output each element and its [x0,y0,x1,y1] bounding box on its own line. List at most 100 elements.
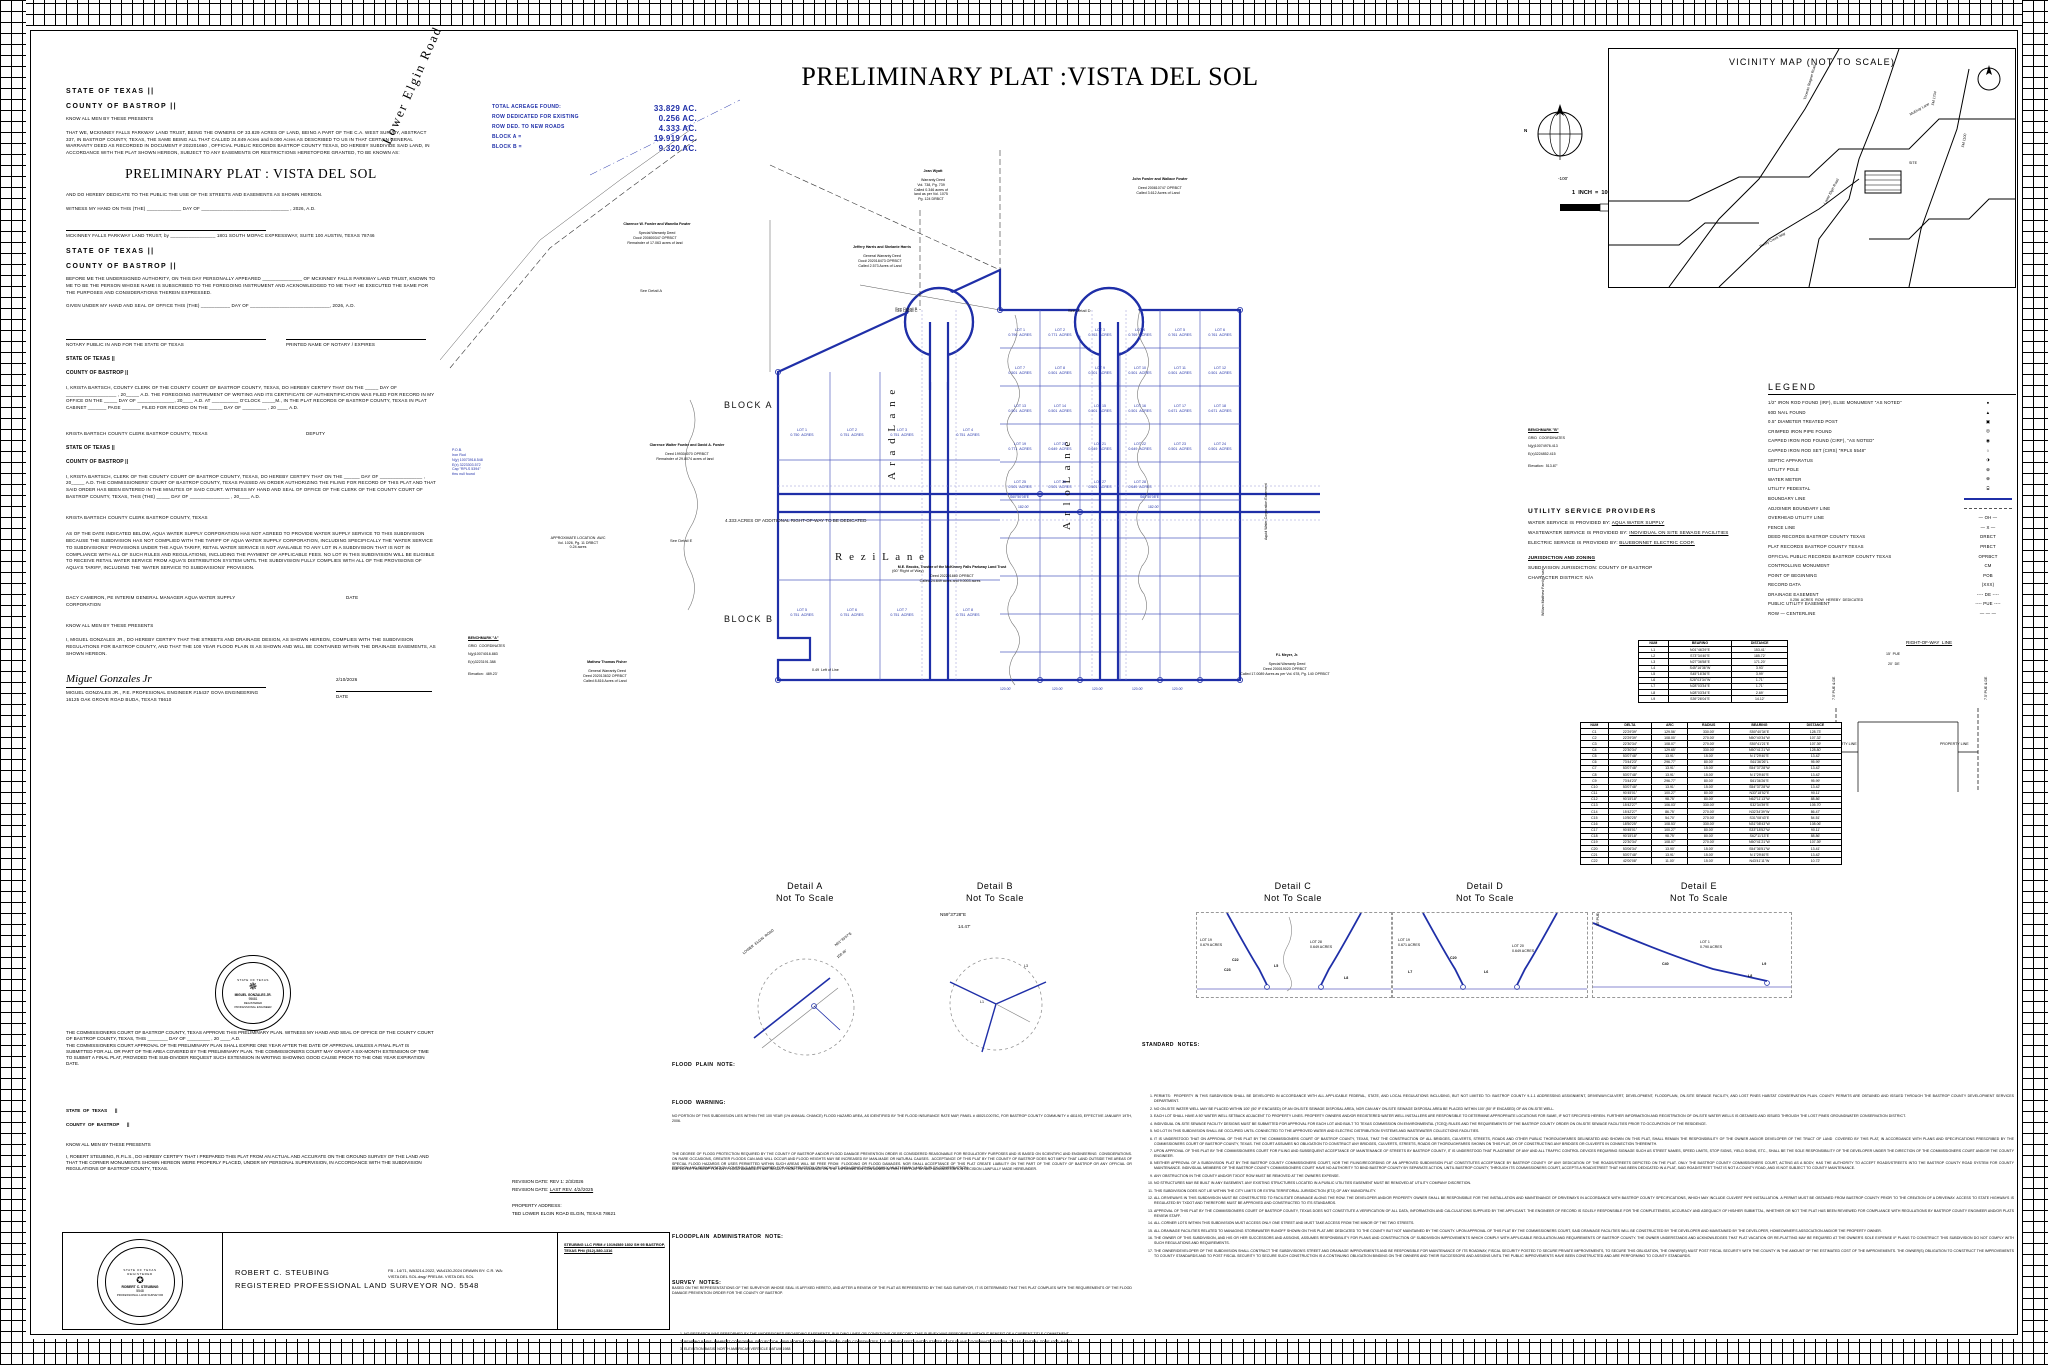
dim-distance: 120.00' [1172,687,1183,691]
detail-ref-b: See Detail B [895,306,918,311]
vicinity-site-label: SITE [1909,161,1917,165]
lot-id: LOT 1 [797,428,807,432]
curve-table-cell: N43'41'11"W [1728,857,1790,865]
row-label-property-line-right: PROPERTY LINE [1940,742,1969,746]
row-label-pue-de-right: 7.5' PUE & DE [1984,676,1988,700]
legend-label: OVERHEAD UTILITY LINE [1768,515,1825,521]
table-row: ROW DEDICATED FOR EXISTING 0.256 AC. [492,114,697,123]
curve-table-cell: 42'00'08" [1607,857,1653,865]
north-arrow [1528,60,1592,161]
acreage-value: 9.320 AC. [658,144,697,153]
engineer-seal-top: STATE OF TEXAS [237,977,269,982]
legend-row: 1/2" IRON ROD FOUND (IRF), ELSE MONUMENT… [1768,399,2016,406]
surveyor-know-all-men: KNOW ALL MEN BY THESE PRESENTS [66,1142,151,1147]
offset-note: 0.49 Left of Line [812,668,839,672]
scale-label: 1 INCH = 100' [1572,190,1613,196]
dim-distance: 120.00' [1052,687,1063,691]
lot-id: LOT 15 [1094,404,1106,408]
detail-b-distance: 14.47' [958,924,971,929]
lot-acreage: 0.501 ACRES [1088,370,1112,375]
border-frame-right [2022,0,2048,1365]
standard-note-item: ANY OBSTRUCTION IN THE COUNTY AND/OR TXD… [1154,1174,2014,1179]
detail-d-line-l7: L7 [1408,970,1413,974]
revision-block: REVISION DATE: REV 1: 2/3/2026 REVISION … [512,1178,672,1218]
legend-row: CAPPED IRON ROD SET (CIRS) "RPLS 5548"○ [1768,447,2016,454]
standard-note-item: NO STRUCTURES MAY BE BUILT IN ANY EASEME… [1154,1181,2014,1186]
adjoiner-callout: Mathew Thomas Fisher General Warranty De… [540,655,670,688]
surveyor-seal-number: 5548 [136,1288,144,1293]
dim-distance: 182.00' [1018,505,1029,509]
engineer-certificate-paragraph: I, MIGUEL GONZALES JR., DO HEREBY CERTIF… [66,637,436,656]
lot-id: LOT 16 [1134,404,1146,408]
lot-id: LOT 6 [847,608,857,612]
engineer-credentials: MIGUEL GONZALES JR., P.E. PROFESIONAL EN… [66,690,259,702]
legend-row: ADJOINER BOUNDARY LINE [1768,505,2016,512]
legend-label: PUBLIC UTILITY EASEMENT [1768,601,1831,607]
standard-note-item: NO ON-SITE WATER WELL MAY BE PLACED WITH… [1154,1107,2014,1112]
engineer-signature-mark: Miguel Gonzales Jr [66,673,152,686]
adjoiner-name: Clarence Walter Fowler and David A. Fowl… [649,442,725,447]
jurisdiction-label: CHARACTER DISTRICT: [1528,575,1584,580]
legend-label: ROW — CENTERLINE [1768,611,1816,617]
floodplain-admin-body: BASED ON THE REPRESENTATIONS OF THE SURV… [672,1286,1134,1296]
detail-e-sub: Not To Scale [1669,893,1729,904]
notary-printed-line [286,339,426,340]
table-row: TOTAL ACREAGE FOUND: 33.829 AC. [492,104,697,113]
revision-label: REVISION DATE: [512,1187,549,1193]
lot-acreage: 0.501 ACRES [1088,484,1112,489]
legal-certificates-column: STATE OF TEXAS || COUNTY OF BASTROP || K… [66,80,436,711]
surveyor-state-heading: STATE OF TEXAS || [66,1108,118,1113]
detail-c-sub: Not To Scale [1263,893,1323,904]
utilities-heading: UTILITY SERVICE PROVIDERS [1528,508,1657,515]
notary-signature-line [66,339,266,340]
street-sub-rezi: (60' Right of Way) [892,568,924,573]
surveyor-seal-word: REGISTERED [127,1271,153,1276]
adjoiner-name: M.E. Brooks, Trustee of the McKinney Fal… [897,564,1007,569]
awc-easement-note: Aquid Water Corporation Easement [1264,483,1268,540]
detail-c-curve-c23: C23 [1224,968,1231,972]
border-frame-top [0,0,2048,26]
standard-note-item: ALL DRAINAGE FACILITIES RELATED TO MANAG… [1154,1229,2014,1234]
detail-ref-c: See Detail C [895,308,918,313]
north-arrow-label: N [1524,128,1528,133]
point-of-beginning-callout: P.O.B. Iron Rod N(y) 10073918.548 E(x) 3… [452,448,483,477]
detail-c-line-l5: L5 [1274,964,1279,968]
detail-b-line-l1: L1 [980,1000,984,1004]
surveyor-seal-cell: STATE OF TEXAS REGISTERED ✪ ROBERT C. ST… [63,1233,223,1329]
know-all-men-line: KNOW ALL MEN BY THESE PRESENTS [66,116,154,121]
legend-row: DRAINAGE EASEMENT---- DE ---- [1768,591,2016,598]
lot-acreage: 0.649 ACRES [1128,484,1152,489]
utility-label: ELECTRIC SERVICE IS PROVIDED BY: [1528,540,1618,545]
detail-b-name: Detail B [976,881,1014,891]
lot-id: LOT 21 [1094,442,1106,446]
legend-symbol: ▣ [1985,418,1991,424]
legend-symbol: — X — [1980,524,1996,530]
standard-note-item: INDIVIDUAL ON-SITE SEWAGE FACILITY DESIG… [1154,1122,2014,1127]
legend-symbol: — — — [1979,611,1997,617]
acreage-value: 19.919 AC. [653,134,697,143]
acreage-label: ROW DED. TO NEW ROADS [492,124,565,130]
jurisdiction-value: N/A [1585,575,1594,580]
standard-note-item: ALL DRIVEWAYS IN THIS SUBDIVISION MUST B… [1154,1196,2014,1206]
legend-label: WATER METER [1768,476,1802,482]
acreage-value: 33.829 AC. [653,104,697,113]
revision-row: REVISION DATE: REV 1: 2/3/2026 [512,1178,672,1186]
surveyor-seal: STATE OF TEXAS REGISTERED ✪ ROBERT C. ST… [97,1239,183,1325]
lot-acreage: 0.790 ACRES [1008,332,1032,337]
lot-acreage: 0.761 ACRES [1208,332,1232,337]
clerk-county-heading: COUNTY OF BASTROP || [66,370,129,377]
